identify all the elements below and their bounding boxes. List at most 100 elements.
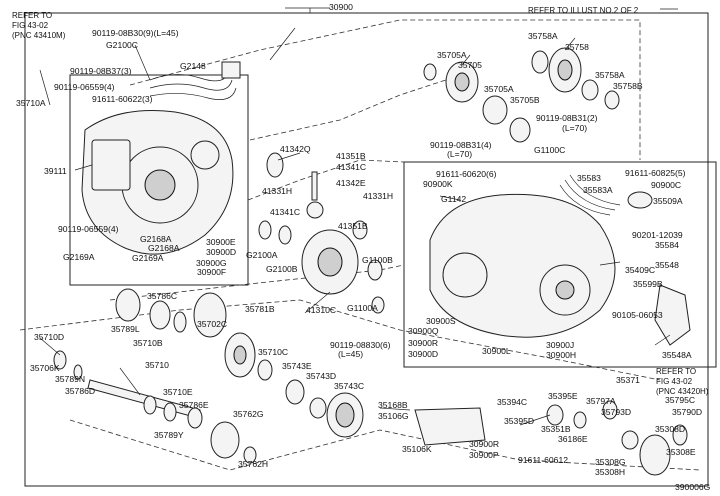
part-label[interactable]: 41331H xyxy=(363,191,393,201)
part-label[interactable]: 35786C xyxy=(147,291,177,301)
part-label[interactable]: 35308G xyxy=(595,457,626,467)
part-label[interactable]: 35743C xyxy=(334,381,364,391)
part-label[interactable]: 90900K xyxy=(423,179,453,189)
part-label[interactable]: 35509A xyxy=(653,196,683,206)
refer-fig-right-line3[interactable]: (PNC 43420H) xyxy=(656,387,709,396)
part-label[interactable]: (L=70) xyxy=(447,149,472,159)
part-label[interactable]: 35758 xyxy=(565,42,589,52)
part-label[interactable]: 35409C xyxy=(625,265,655,275)
part-label[interactable]: 30900R xyxy=(408,338,438,348)
part-label[interactable]: 35394C xyxy=(497,397,527,407)
part-label[interactable]: 90900C xyxy=(651,180,681,190)
part-label[interactable]: G1100C xyxy=(534,145,565,155)
part-label[interactable]: 35793D xyxy=(601,407,631,417)
part-label[interactable]: 30900D xyxy=(206,247,236,257)
part-label[interactable]: G2168A xyxy=(140,234,172,244)
part-label[interactable]: 90105-06053 xyxy=(612,310,663,320)
part-label[interactable]: 41342Q xyxy=(280,144,311,154)
part-label[interactable]: 35395E xyxy=(548,391,578,401)
part-label[interactable]: 30900P xyxy=(469,450,499,460)
part-label[interactable]: 36186E xyxy=(558,434,588,444)
part-label[interactable]: 30900D xyxy=(408,349,438,359)
part-label[interactable]: 90119-08B31(2) xyxy=(536,113,598,123)
part-label[interactable]: 35710C xyxy=(258,347,288,357)
part-label[interactable]: 90119-06559(4) xyxy=(54,82,115,92)
part-label[interactable]: 90119-08B31(4) xyxy=(430,140,492,150)
part-label[interactable]: G2169A xyxy=(63,252,95,262)
part-label[interactable]: 35710D xyxy=(34,332,64,342)
part-label[interactable]: 35705B xyxy=(510,95,540,105)
part-label[interactable]: 35758A xyxy=(528,31,558,41)
part-label[interactable]: 39111 xyxy=(44,166,67,176)
part-label[interactable]: 41341C xyxy=(336,162,366,172)
refer-fig-line1[interactable]: REFER TO xyxy=(12,11,52,20)
part-label[interactable]: 30900E xyxy=(206,237,236,247)
part-label[interactable]: 35710E xyxy=(163,387,193,397)
refer-fig-line3[interactable]: (PNC 43410M) xyxy=(12,31,66,40)
part-label[interactable]: 35762G xyxy=(233,409,264,419)
refer-fig-right-line2[interactable]: FIG 43-02 xyxy=(656,377,693,386)
part-label[interactable]: 35584 xyxy=(655,240,679,250)
part-label[interactable]: (L=70) xyxy=(562,123,587,133)
part-label[interactable]: 30900Q xyxy=(408,326,439,336)
refer-fig-line2[interactable]: FIG 43-02 xyxy=(12,21,49,30)
part-label[interactable]: 35706K xyxy=(30,363,60,373)
part-label[interactable]: 35705 xyxy=(458,60,482,70)
part-label[interactable]: 35168B xyxy=(378,400,408,410)
part-label[interactable]: G2168A xyxy=(148,243,180,253)
part-label[interactable]: 35308H xyxy=(595,467,625,477)
part-label[interactable]: G2148 xyxy=(180,61,206,71)
part-label[interactable]: 30900R xyxy=(469,439,499,449)
part-label[interactable]: 35308D xyxy=(655,424,685,434)
part-label[interactable]: 35351B xyxy=(541,424,571,434)
part-label[interactable]: 90119-08B30(9)(L=45) xyxy=(92,28,179,38)
part-label[interactable]: 35710B xyxy=(133,338,163,348)
part-label[interactable]: 35371 xyxy=(616,375,640,385)
part-label[interactable]: 35758B xyxy=(613,81,643,91)
part-label[interactable]: 35599B xyxy=(633,279,663,289)
part-label[interactable]: 41351B xyxy=(336,151,366,161)
part-label[interactable]: 35797A xyxy=(586,396,616,406)
part-label[interactable]: 35795C xyxy=(665,395,695,405)
refer-fig-right-line1[interactable]: REFER TO xyxy=(656,367,696,376)
part-label[interactable]: 30900J xyxy=(546,340,574,350)
part-label[interactable]: 30900S xyxy=(426,316,456,326)
part-label[interactable]: 35548 xyxy=(655,260,679,270)
part-label[interactable]: 35705A xyxy=(437,50,467,60)
part-label[interactable]: 35743E xyxy=(282,361,312,371)
part-label[interactable]: G1100B xyxy=(362,255,393,265)
part-label[interactable]: 35106K xyxy=(402,444,432,454)
part-label[interactable]: 91611-60825(5) xyxy=(625,168,686,178)
part-label[interactable]: 35583A xyxy=(583,185,613,195)
part-label[interactable]: G2100C xyxy=(106,40,138,50)
part-label[interactable]: 41331H xyxy=(262,186,292,196)
part-label[interactable]: 35702C xyxy=(197,319,227,329)
part-label[interactable]: G2100B xyxy=(266,264,298,274)
part-label[interactable]: 90119-06559(4) xyxy=(58,224,119,234)
part-label[interactable]: 91611-60612 xyxy=(518,455,568,465)
part-label[interactable]: 90119-08830(6) xyxy=(330,340,391,350)
part-label[interactable]: 41341C xyxy=(270,207,300,217)
part-label[interactable]: 35789L xyxy=(111,324,140,334)
part-label[interactable]: 30900G xyxy=(196,258,227,268)
part-label[interactable]: 35710A xyxy=(16,98,46,108)
part-label[interactable]: 35106G xyxy=(378,411,409,421)
part-label[interactable]: 90201-12039 xyxy=(632,230,683,240)
part-label[interactable]: 35743D xyxy=(306,371,336,381)
part-label[interactable]: G2169A xyxy=(132,253,164,263)
part-label[interactable]: 30900F xyxy=(197,267,226,277)
part-label[interactable]: 35786D xyxy=(65,386,95,396)
part-label[interactable]: 30900H xyxy=(546,350,576,360)
part-label[interactable]: G1100A xyxy=(347,303,378,313)
part-label[interactable]: 41310C xyxy=(306,305,336,315)
part-label[interactable]: 35789Y xyxy=(154,430,184,440)
part-label[interactable]: 35781B xyxy=(245,304,275,314)
part-label[interactable]: 41351B xyxy=(338,221,368,231)
part-label[interactable]: 35548A xyxy=(662,350,692,360)
part-label[interactable]: 35395D xyxy=(504,416,534,426)
part-label[interactable]: 41342E xyxy=(336,178,366,188)
part-label[interactable]: 35789N xyxy=(55,374,85,384)
part-label[interactable]: 91611-60620(6) xyxy=(436,169,497,179)
part-label[interactable]: G2100A xyxy=(246,250,278,260)
part-label[interactable]: 35705A xyxy=(484,84,514,94)
